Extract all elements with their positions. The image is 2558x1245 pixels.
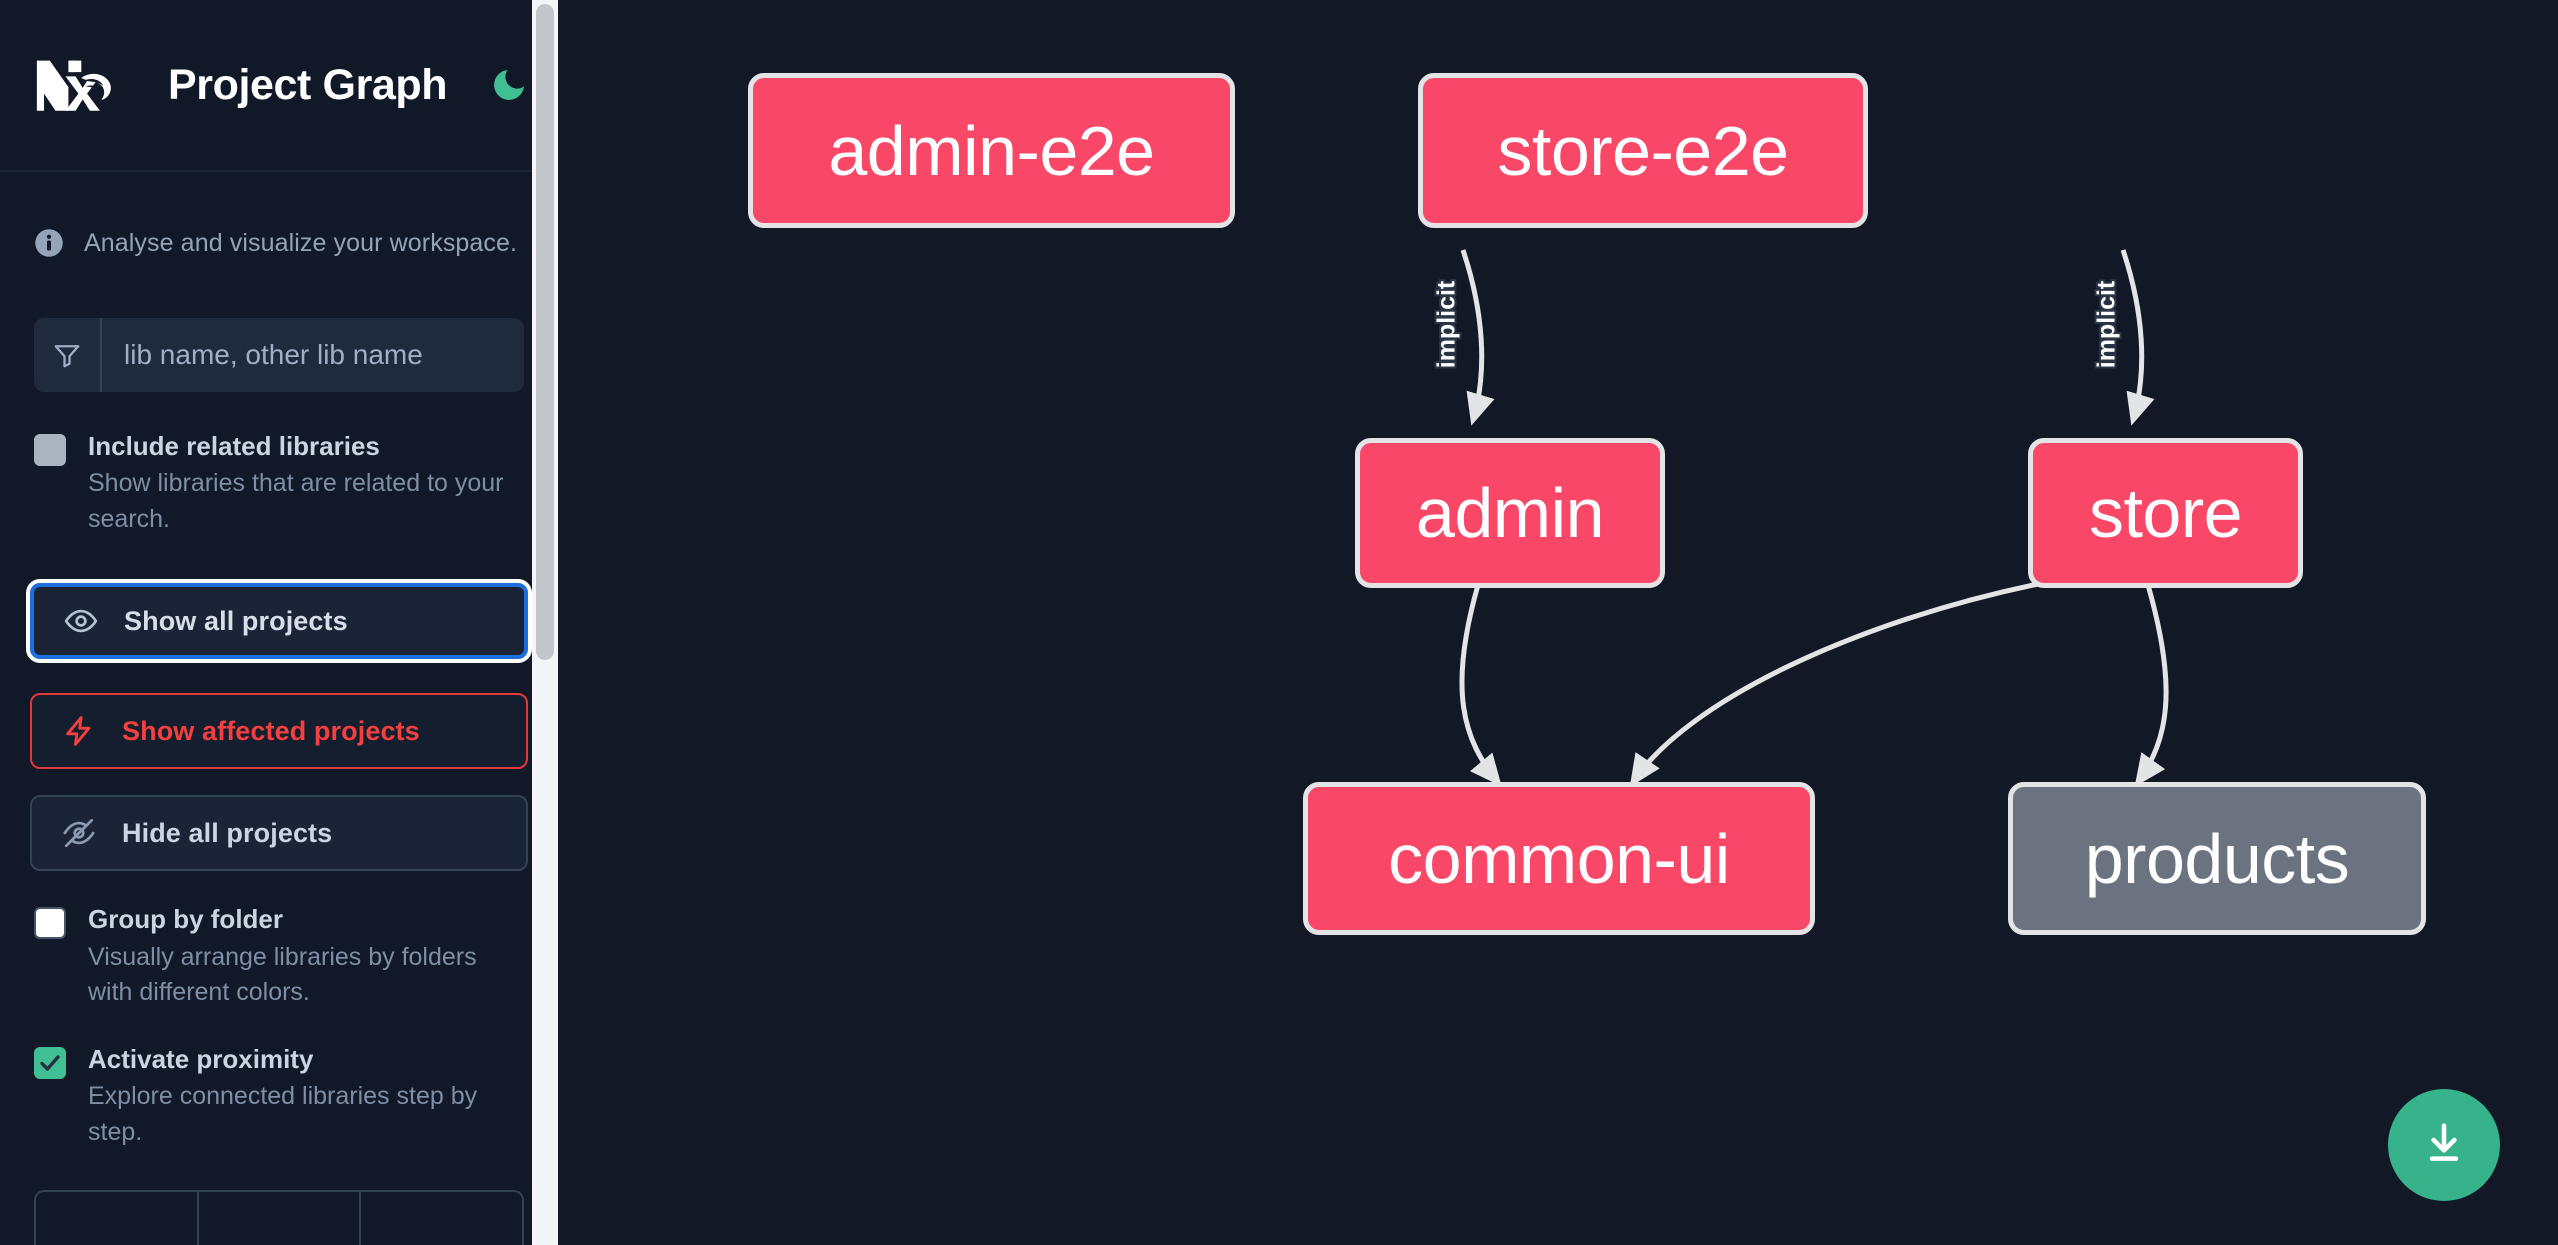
bottom-segmented-control[interactable] bbox=[34, 1190, 524, 1245]
segment-1[interactable] bbox=[36, 1192, 199, 1245]
include-related-libraries-checkbox[interactable] bbox=[34, 434, 66, 466]
show-affected-projects-label: Show affected projects bbox=[122, 715, 420, 746]
lightning-bolt-icon bbox=[62, 714, 96, 748]
option-texts: Activate proximity Explore connected lib… bbox=[88, 1041, 518, 1150]
search-box[interactable] bbox=[34, 318, 524, 392]
hide-all-projects-button[interactable]: Hide all projects bbox=[30, 795, 528, 872]
graph-node-common-ui[interactable]: common-ui bbox=[1303, 782, 1815, 935]
option-activate-proximity[interactable]: Activate proximity Explore connected lib… bbox=[0, 1041, 558, 1150]
nx-logo-icon bbox=[34, 56, 120, 114]
edge-label-implicit-store: implicit bbox=[2092, 280, 2121, 369]
download-icon bbox=[2418, 1117, 2470, 1174]
graph-node-admin-e2e[interactable]: admin-e2e bbox=[748, 73, 1235, 228]
search-input[interactable] bbox=[102, 318, 524, 392]
option-texts: Include related libraries Show libraries… bbox=[88, 428, 518, 537]
group-by-folder-checkbox[interactable] bbox=[34, 907, 66, 940]
graph-node-products[interactable]: products bbox=[2008, 782, 2426, 935]
graph-node-store-e2e[interactable]: store-e2e bbox=[1418, 73, 1868, 228]
edge-label-implicit-admin: implicit bbox=[1432, 280, 1461, 369]
graph-node-label: admin bbox=[1415, 474, 1605, 552]
graph-node-label: admin-e2e bbox=[828, 111, 1155, 190]
graph-node-label: common-ui bbox=[1388, 819, 1730, 898]
option-label: Group by folder bbox=[88, 904, 283, 935]
info-icon bbox=[34, 228, 64, 258]
graph-canvas[interactable]: admin-e2e store-e2e admin store common-u… bbox=[558, 0, 2558, 1245]
sidebar: Project Graph Analyse and visualize your… bbox=[0, 0, 558, 1245]
graph-edges bbox=[1459, 249, 2169, 787]
sidebar-header: Project Graph bbox=[0, 0, 558, 172]
edge-store-common-ui bbox=[1629, 579, 2049, 787]
eye-icon bbox=[64, 604, 98, 638]
option-texts: Group by folder Visually arrange librari… bbox=[88, 901, 518, 1010]
eye-off-icon bbox=[62, 816, 96, 850]
edge-admin-common-ui bbox=[1459, 584, 1502, 787]
option-description: Explore connected libraries step by step… bbox=[88, 1082, 478, 1146]
graph-node-label: products bbox=[2084, 819, 2350, 898]
download-graph-button[interactable] bbox=[2388, 1089, 2500, 1201]
show-all-projects-label: Show all projects bbox=[124, 605, 348, 636]
segment-2[interactable] bbox=[199, 1192, 362, 1245]
option-description: Show libraries that are related to your … bbox=[88, 469, 504, 533]
option-label: Activate proximity bbox=[88, 1043, 314, 1074]
filter-funnel-icon bbox=[34, 318, 102, 392]
segment-3[interactable] bbox=[361, 1192, 522, 1245]
sidebar-scrollbar-thumb[interactable] bbox=[536, 4, 554, 660]
visibility-button-group: Show all projects Show affected projects bbox=[26, 579, 532, 872]
edge-store-products bbox=[2134, 584, 2169, 787]
show-affected-projects-button[interactable]: Show affected projects bbox=[30, 693, 528, 770]
option-description: Visually arrange libraries by folders wi… bbox=[88, 942, 477, 1007]
graph-node-label: store-e2e bbox=[1497, 111, 1789, 190]
sidebar-content: Project Graph Analyse and visualize your… bbox=[0, 0, 558, 1245]
option-group-by-folder[interactable]: Group by folder Visually arrange librari… bbox=[0, 901, 558, 1010]
edge-store-e2e-store bbox=[2120, 249, 2155, 426]
option-include-related-libraries[interactable]: Include related libraries Show libraries… bbox=[0, 428, 558, 537]
graph-node-admin[interactable]: admin bbox=[1355, 438, 1665, 588]
activate-proximity-checkbox[interactable] bbox=[34, 1046, 66, 1079]
sidebar-tagline: Analyse and visualize your workspace. bbox=[0, 172, 558, 258]
graph-node-label: store bbox=[2088, 474, 2243, 552]
graph-node-store[interactable]: store bbox=[2028, 438, 2303, 588]
hide-all-projects-label: Hide all projects bbox=[122, 817, 333, 848]
option-label: Include related libraries bbox=[88, 431, 380, 461]
moon-icon[interactable] bbox=[489, 62, 529, 108]
edge-admin-e2e-admin bbox=[1460, 249, 1495, 426]
page-title: Project Graph bbox=[168, 60, 448, 109]
sidebar-scrollbar[interactable] bbox=[532, 0, 558, 1245]
sidebar-tagline-text: Analyse and visualize your workspace. bbox=[84, 228, 518, 257]
show-all-projects-button[interactable]: Show all projects bbox=[26, 579, 532, 664]
